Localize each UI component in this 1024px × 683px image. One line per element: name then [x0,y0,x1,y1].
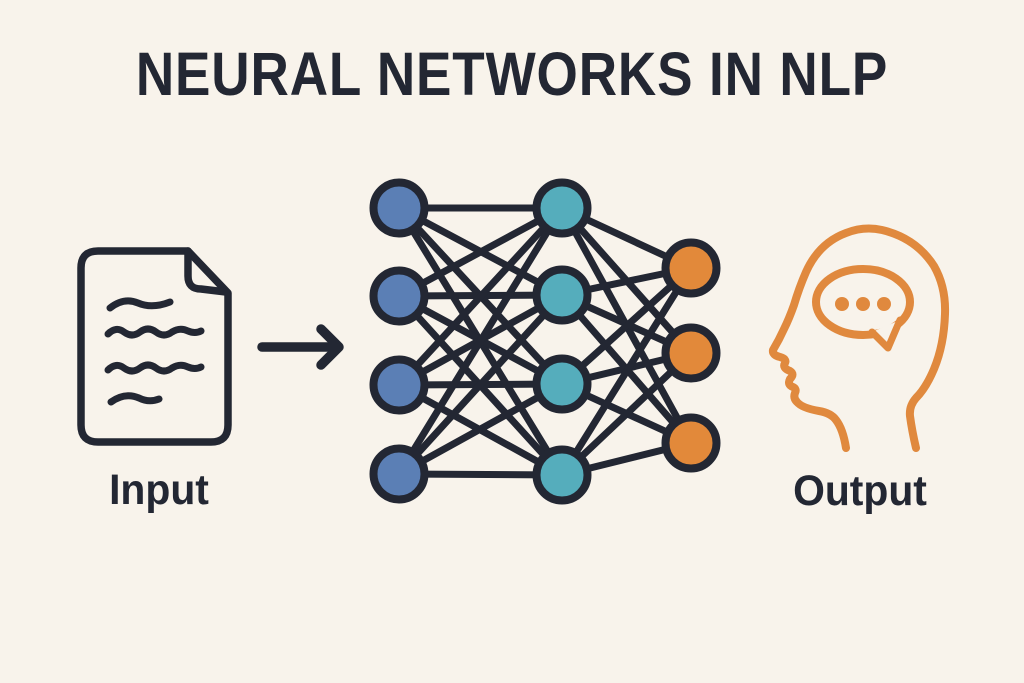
output-layer-node [661,323,721,383]
network-edge [395,204,566,389]
network-edge [395,204,566,300]
document-text-line [107,392,163,406]
network-edge [395,380,566,478]
document-fold [184,247,230,296]
output-layer-node [661,413,721,473]
document-icon [77,247,232,446]
document-text-line [106,297,174,312]
speech-bubble [812,265,914,339]
neural-network [369,178,721,505]
speech-dot [877,297,891,311]
network-edge [395,291,566,478]
input-label: Input [109,466,209,514]
input-layer-node [369,266,429,326]
document-outline [77,247,232,446]
speech-bubble-tail [868,316,904,352]
output-label: Output [793,467,927,515]
output-layer-node [661,238,721,298]
head-speech-bubble-icon [768,224,950,452]
input-layer-node [369,355,429,415]
input-layer-node [369,444,429,504]
network-edge [558,264,695,479]
head-profile-outline [768,224,950,452]
speech-dot [856,297,870,311]
hidden-layer-node [532,178,592,238]
input-layer-node [369,178,429,238]
arrow-head [316,324,344,370]
arrow-right-icon [257,324,344,370]
network-edge [558,349,695,479]
document-text-line [104,361,205,375]
document-text-line [104,325,205,339]
speech-dot [835,297,849,311]
page-title: NEURAL NETWORKS IN NLP [135,40,889,108]
hidden-layer-node [532,265,592,325]
network-edge [395,204,566,478]
hidden-layer-node [532,445,592,505]
hidden-layer-node [532,354,592,414]
